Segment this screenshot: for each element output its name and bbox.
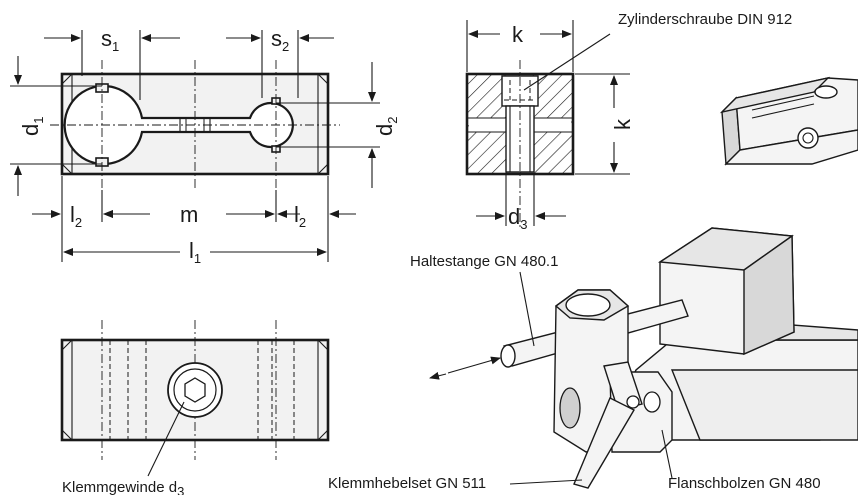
section-view: k k d3 Zylinderschraube DIN 912	[465, 11, 792, 232]
callout-holding-rod: Haltestange GN 480.1	[410, 253, 558, 270]
dim-label-l2-right: l2	[294, 202, 306, 230]
iso-part-view	[719, 76, 858, 166]
dim-label-d1: d1	[18, 117, 46, 136]
callout-flange-bolt: Flanschbolzen GN 480	[668, 475, 821, 492]
callout-cylinder-screw: Zylinderschraube DIN 912	[618, 11, 792, 28]
assembly-view: Haltestange GN 480.1 Klemmhebelset GN 51…	[328, 227, 858, 492]
callout-clamp-lever-set: Klemmhebelset GN 511	[328, 475, 486, 492]
dim-label-k-side: k	[610, 118, 635, 130]
dim-label-s2: s2	[271, 26, 289, 54]
front-view: s1 s2 d1 d2 l2 m l2 l1	[10, 26, 400, 266]
callout-clamp-thread: Klemmgewinde d3	[62, 479, 184, 495]
dim-label-s1: s1	[101, 26, 119, 54]
bore-slot-outline	[63, 84, 294, 166]
dim-label-k-top: k	[512, 22, 524, 47]
dim-label-d2: d2	[372, 117, 400, 136]
dim-label-d3: d3	[508, 204, 527, 232]
dim-label-l1: l1	[189, 238, 201, 266]
screw-head-icon	[167, 362, 223, 418]
bottom-view: Klemmgewinde d3	[60, 320, 330, 495]
dim-label-l2-left: l2	[70, 202, 82, 230]
dim-label-m: m	[180, 202, 198, 227]
